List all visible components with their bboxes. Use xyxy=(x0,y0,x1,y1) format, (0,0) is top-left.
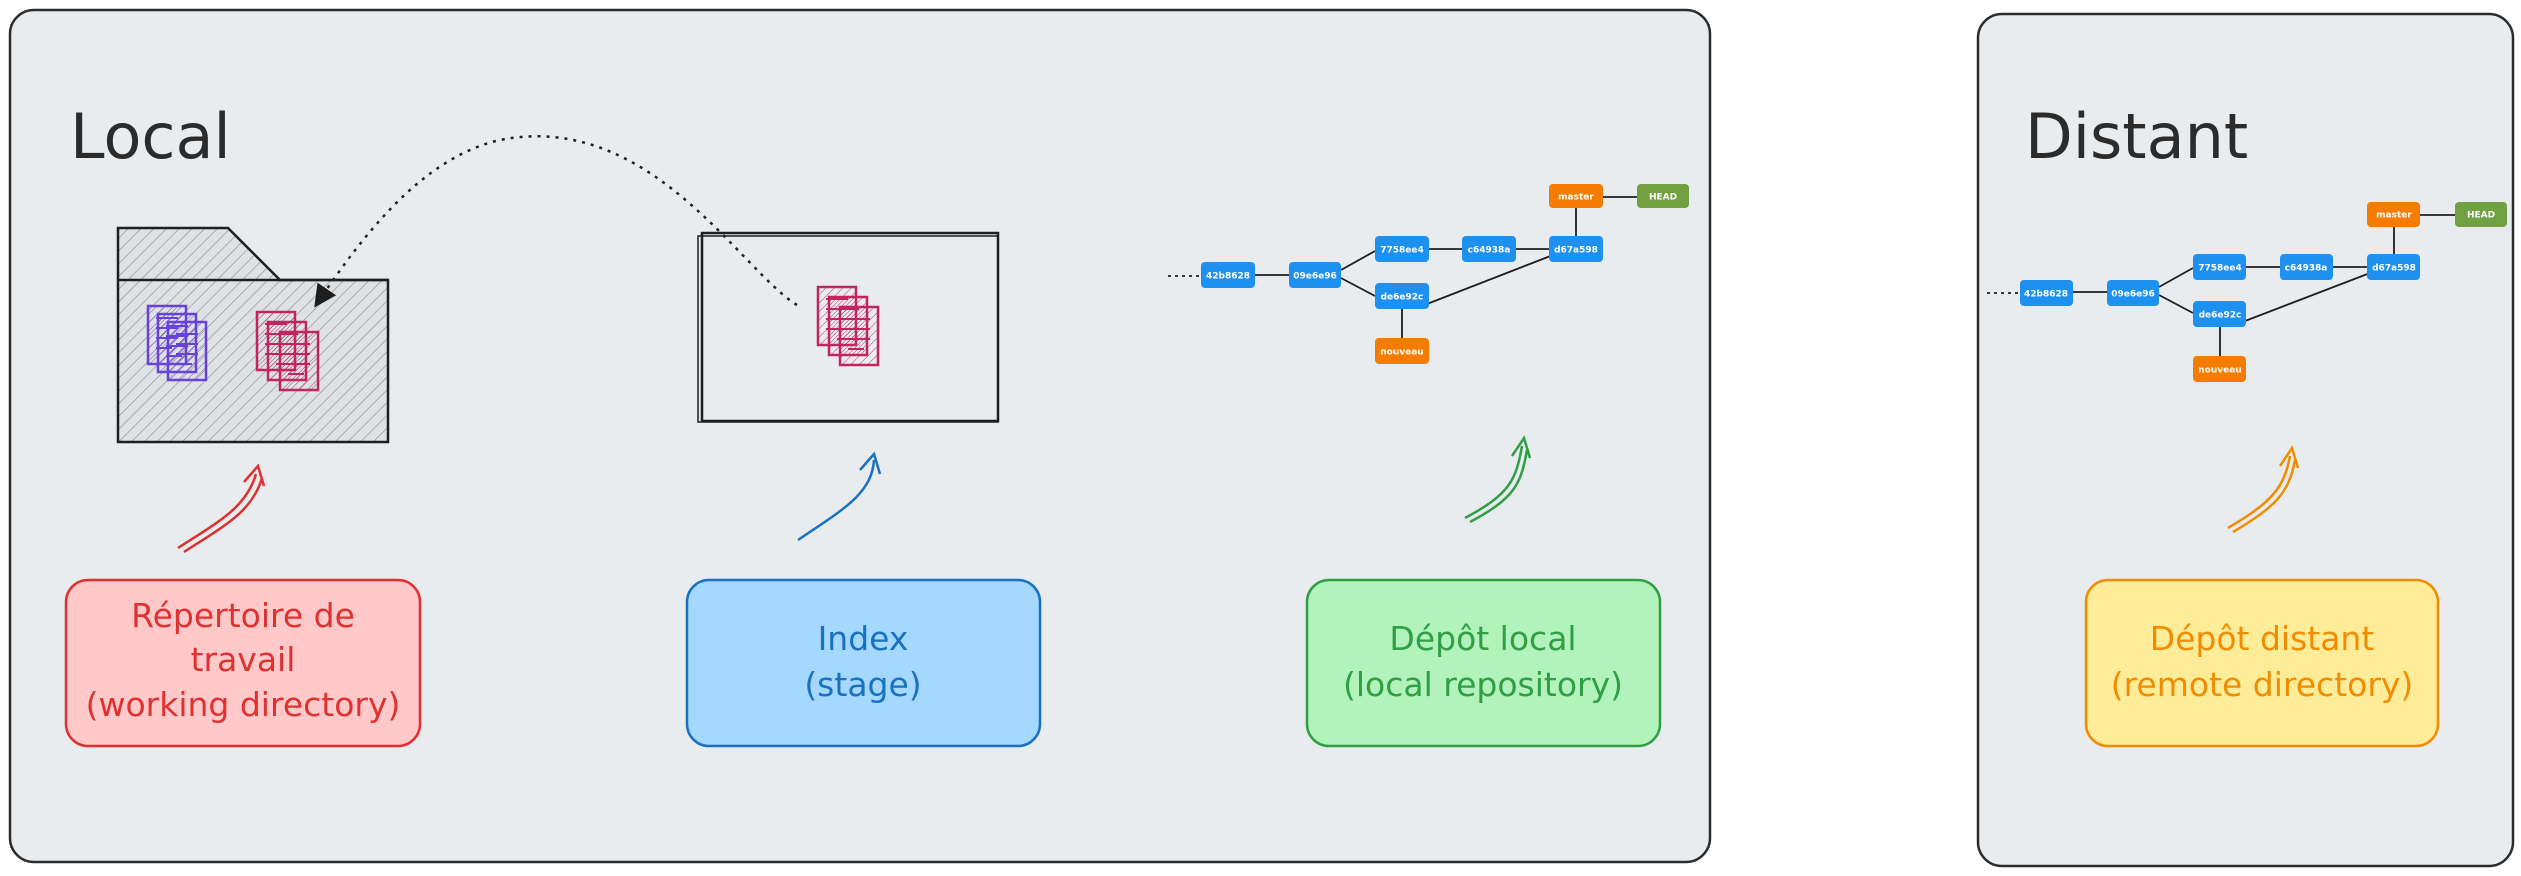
svg-text:c64938a: c64938a xyxy=(2285,264,2328,274)
branch-label-nouveau: nouveau xyxy=(1375,338,1429,364)
svg-text:(working directory): (working directory) xyxy=(86,685,401,724)
branch-label-master: master xyxy=(2367,202,2420,227)
index-box-icon xyxy=(697,231,1000,423)
arrow-local xyxy=(1464,435,1532,524)
commit-node: d67a598 xyxy=(2367,254,2420,280)
remote-commit-graph: 42b8628 09e6e96 7758ee4 c64938a d67a598 … xyxy=(1987,202,2507,382)
arrow-remote xyxy=(2227,445,2300,534)
local-title: Local xyxy=(70,100,231,173)
svg-text:master: master xyxy=(1558,193,1594,203)
svg-text:d67a598: d67a598 xyxy=(2372,264,2416,274)
commit-node: c64938a xyxy=(1462,236,1516,262)
local-panel xyxy=(8,8,1712,864)
distant-title: Distant xyxy=(2025,100,2248,173)
label-local-repository: Dépôt local (local repository) xyxy=(1305,578,1662,748)
commit-node: de6e92c xyxy=(2193,301,2246,327)
svg-text:master: master xyxy=(2376,211,2412,221)
commit-node: 42b8628 xyxy=(1201,262,1255,288)
svg-text:42b8628: 42b8628 xyxy=(1206,272,1250,282)
svg-text:travail: travail xyxy=(191,640,296,679)
commit-node: c64938a xyxy=(2280,254,2333,280)
svg-text:HEAD: HEAD xyxy=(2467,211,2495,221)
branch-label-nouveau: nouveau xyxy=(2193,356,2246,382)
folder-icon xyxy=(116,226,390,444)
svg-text:nouveau: nouveau xyxy=(2198,366,2241,376)
svg-text:7758ee4: 7758ee4 xyxy=(1380,246,1424,256)
branch-label-master: master xyxy=(1549,184,1603,208)
commit-node: 7758ee4 xyxy=(1375,236,1429,262)
svg-text:d67a598: d67a598 xyxy=(1554,246,1598,256)
commit-node: 42b8628 xyxy=(2020,280,2073,306)
commit-node: de6e92c xyxy=(1375,283,1429,309)
commit-node: 7758ee4 xyxy=(2193,254,2246,280)
head-label: HEAD xyxy=(2455,202,2507,227)
svg-text:c64938a: c64938a xyxy=(1468,246,1511,256)
svg-text:Index: Index xyxy=(818,619,909,658)
svg-text:Dépôt distant: Dépôt distant xyxy=(2150,619,2375,658)
arrow-index xyxy=(797,451,882,542)
commit-node: d67a598 xyxy=(1549,236,1603,262)
commit-node: 09e6e96 xyxy=(2107,280,2159,306)
dotted-arrow xyxy=(314,135,798,308)
svg-text:(stage): (stage) xyxy=(804,665,921,704)
local-commit-graph: 42b8628 09e6e96 7758ee4 c64938a d67a598 … xyxy=(1168,184,1689,364)
svg-text:(local repository): (local repository) xyxy=(1343,665,1623,704)
svg-text:de6e92c: de6e92c xyxy=(1381,293,1424,303)
svg-text:(remote directory): (remote directory) xyxy=(2111,665,2414,704)
svg-text:42b8628: 42b8628 xyxy=(2024,290,2068,300)
svg-text:09e6e96: 09e6e96 xyxy=(2111,290,2155,300)
svg-text:Dépôt local: Dépôt local xyxy=(1389,619,1576,658)
head-label: HEAD xyxy=(1637,184,1689,208)
svg-text:09e6e96: 09e6e96 xyxy=(1293,272,1337,282)
svg-text:HEAD: HEAD xyxy=(1649,193,1677,203)
label-remote-repository: Dépôt distant (remote directory) xyxy=(2084,578,2440,748)
label-index: Index (stage) xyxy=(685,578,1042,748)
svg-text:7758ee4: 7758ee4 xyxy=(2198,264,2242,274)
svg-text:nouveau: nouveau xyxy=(1380,348,1423,358)
label-working-directory: Répertoire de travail (working directory… xyxy=(64,578,422,748)
svg-text:Répertoire de: Répertoire de xyxy=(131,596,355,635)
svg-text:de6e92c: de6e92c xyxy=(2199,311,2242,321)
arrow-working xyxy=(177,463,266,554)
commit-node: 09e6e96 xyxy=(1289,262,1341,288)
